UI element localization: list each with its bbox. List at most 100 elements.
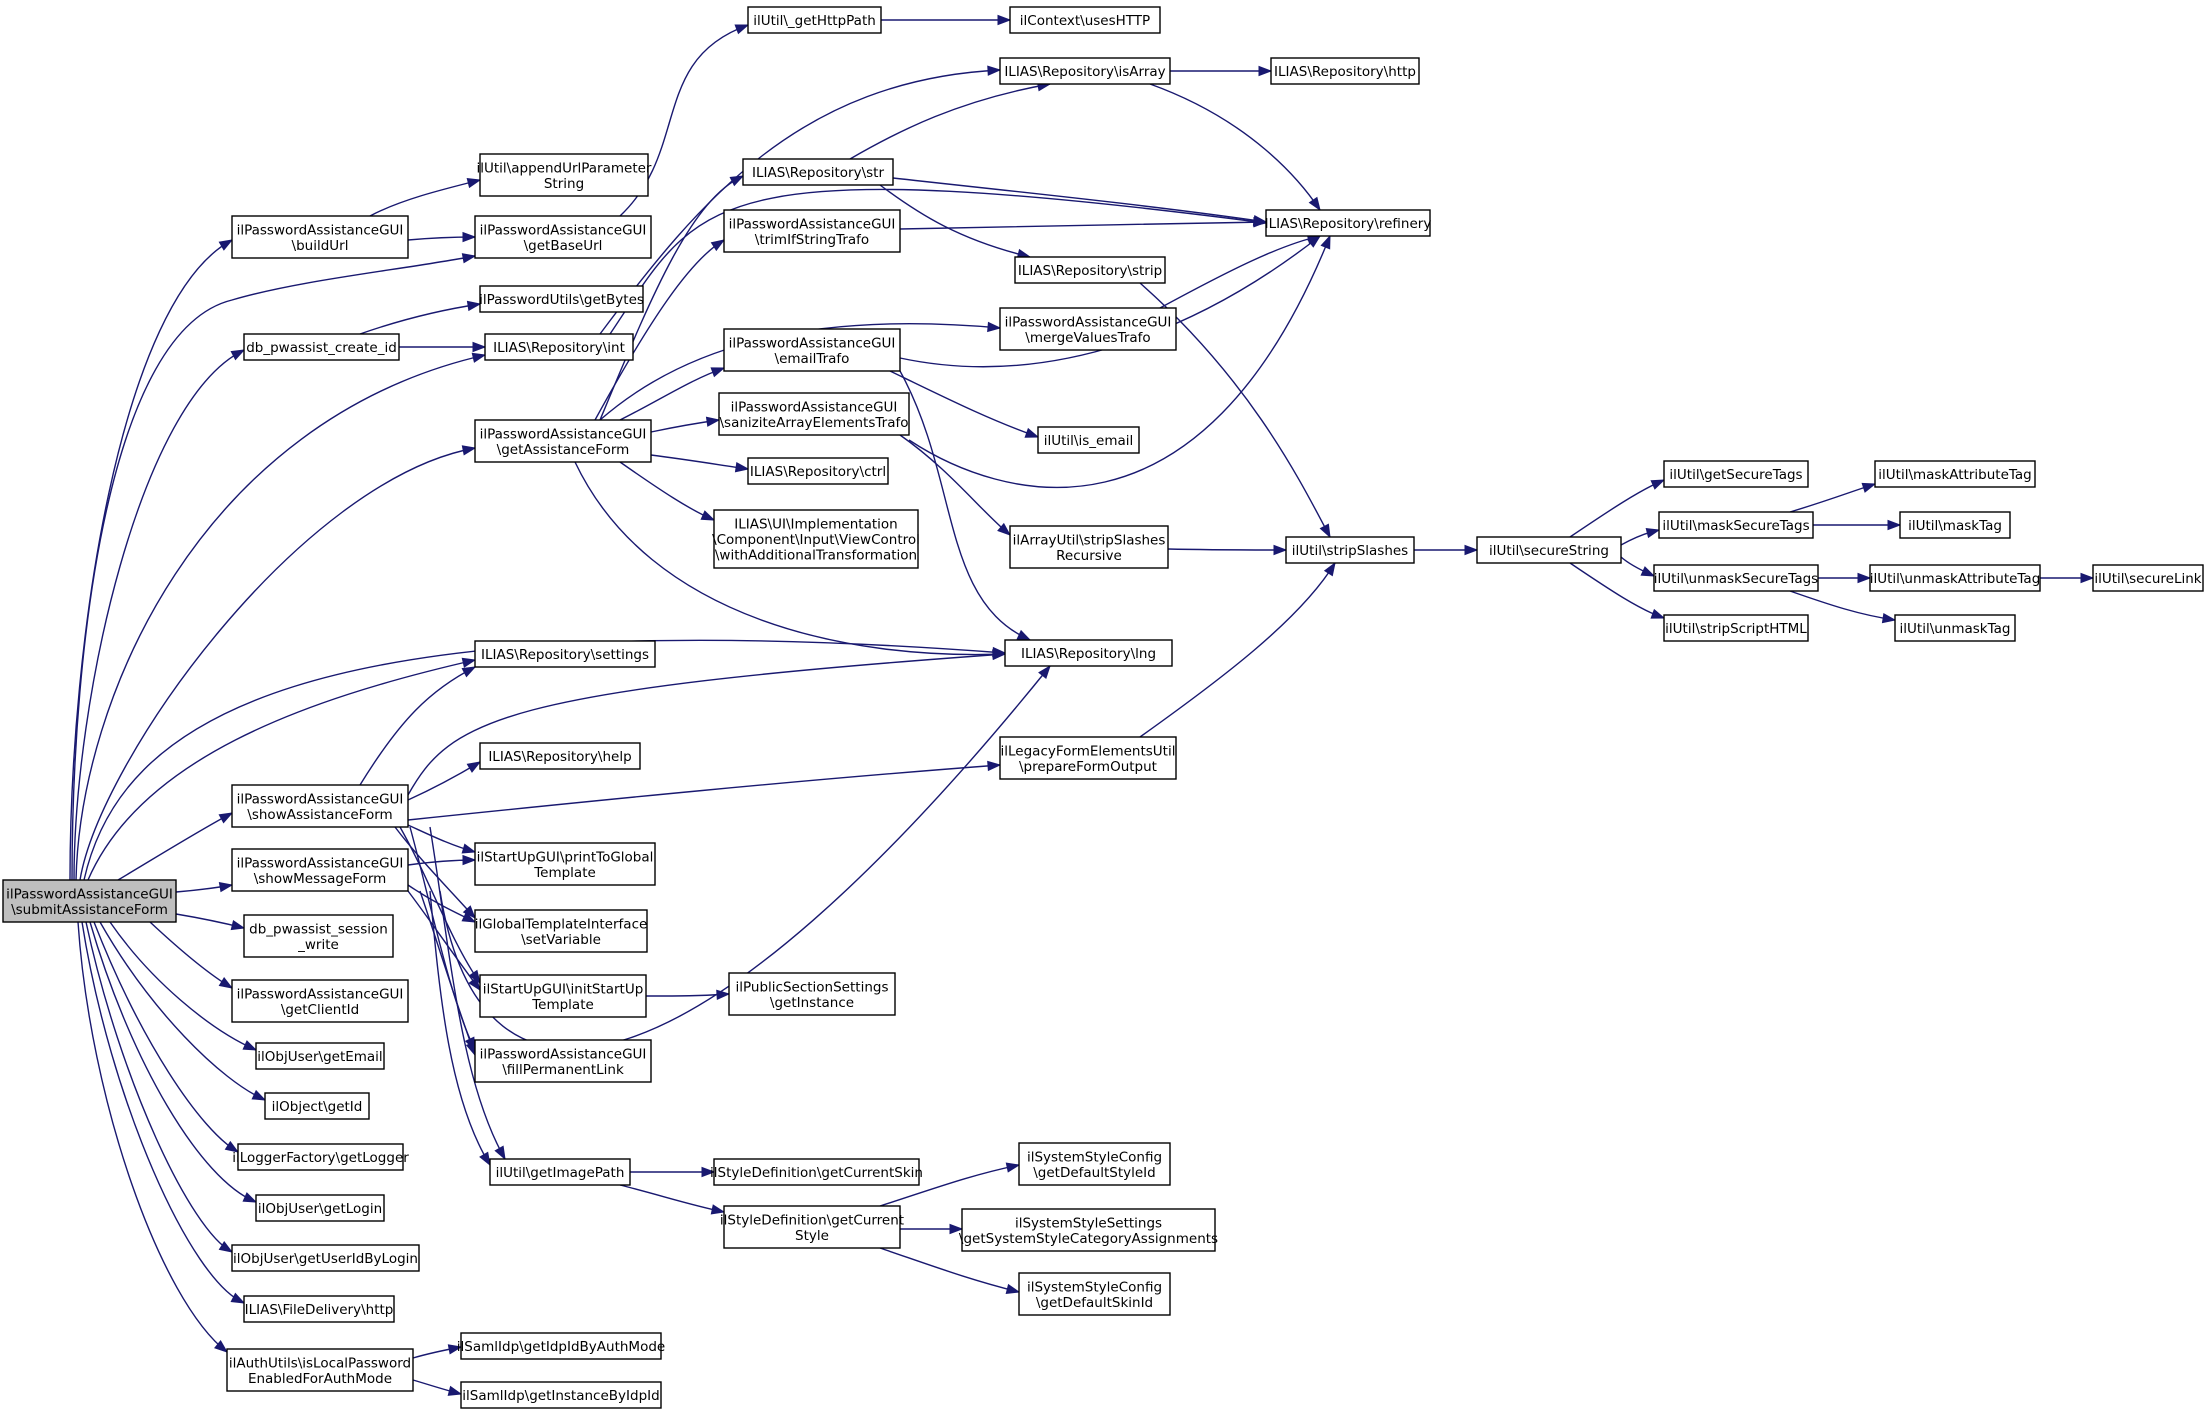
- function-node[interactable]: ilUtil\maskAttributeTag: [1874, 460, 2036, 488]
- function-node[interactable]: ilSamlIdp\getInstanceByIdpId: [460, 1381, 662, 1409]
- edge-arrowhead: [461, 843, 477, 854]
- function-node[interactable]: ilPasswordAssistanceGUI\trimIfStringTraf…: [723, 209, 901, 253]
- function-node[interactable]: ilSystemStyleConfig\getDefaultSkinId: [1018, 1272, 1171, 1316]
- function-node[interactable]: ILIAS\Repository\int: [484, 333, 634, 361]
- function-node[interactable]: db_pwassist_create_id: [243, 333, 400, 361]
- function-node[interactable]: ilPasswordAssistanceGUI\mergeValuesTrafo: [999, 307, 1177, 351]
- function-node[interactable]: ilSystemStyleSettings\getSystemStyleCate…: [959, 1208, 1218, 1252]
- function-node[interactable]: ILIAS\FileDelivery\http: [243, 1295, 395, 1323]
- function-node[interactable]: ILIAS\Repository\lng: [1004, 639, 1173, 667]
- function-node[interactable]: ilPasswordUtils\getBytes: [479, 285, 644, 313]
- node-box: [474, 842, 656, 886]
- function-node[interactable]: ilUtil\getSecureTags: [1663, 460, 1809, 488]
- call-edge: [1789, 482, 1877, 513]
- function-node[interactable]: ILIAS\Repository\strip: [1014, 256, 1166, 284]
- function-node[interactable]: ILIAS\Repository\http: [1270, 57, 1420, 85]
- call-edge: [407, 890, 481, 992]
- function-node[interactable]: db_pwassist_session_write: [243, 914, 394, 958]
- edge-arrowhead: [218, 239, 234, 251]
- function-node[interactable]: ilPasswordAssistanceGUI\getAssistanceFor…: [474, 419, 652, 463]
- node-layer: ilPasswordAssistanceGUI\submitAssistance…: [2, 6, 2204, 1409]
- edge-arrowhead: [2080, 572, 2095, 584]
- function-node[interactable]: ILIAS\Repository\ctrl: [747, 457, 889, 485]
- edge-arrowhead: [987, 760, 1002, 772]
- node-box: [1285, 536, 1415, 564]
- function-node[interactable]: ilUtil\maskTag: [1899, 511, 2011, 539]
- call-edge: [849, 81, 1052, 160]
- edge-line: [609, 188, 1267, 335]
- function-node[interactable]: ilUtil\unmaskAttributeTag: [1869, 564, 2041, 592]
- function-node[interactable]: ilLoggerFactory\getLogger: [232, 1143, 409, 1171]
- node-label: ILIAS\Repository\http: [1274, 64, 1416, 80]
- edge-arrowhead: [997, 522, 1012, 536]
- function-node[interactable]: ILIAS\UI\Implementation\Component\Input\…: [712, 509, 920, 569]
- function-node[interactable]: ilAuthUtils\isLocalPasswordEnabledForAut…: [226, 1348, 414, 1392]
- function-node[interactable]: ilStyleDefinition\getCurrentSkin: [710, 1158, 923, 1186]
- function-node[interactable]: ilSamlIdp\getIdpIdByAuthMode: [457, 1332, 665, 1360]
- node-label: \setVariable: [521, 932, 601, 948]
- node-box: [999, 307, 1177, 351]
- function-node[interactable]: ilLegacyFormElementsUtil\prepareFormOutp…: [999, 736, 1177, 780]
- edge-arrowhead: [734, 462, 750, 473]
- function-node[interactable]: ilPasswordAssistanceGUI\showMessageForm: [231, 848, 409, 892]
- function-node[interactable]: ILIAS\Repository\isArray: [999, 57, 1171, 85]
- function-node[interactable]: ilContext\usesHTTP: [1009, 6, 1161, 34]
- node-box: [489, 1158, 631, 1186]
- node-label: _write: [297, 937, 339, 953]
- edge-line: [394, 826, 476, 919]
- node-box: [999, 57, 1171, 85]
- function-node[interactable]: ilObjUser\getLogin: [255, 1194, 385, 1222]
- node-label: ilUtil\unmaskSecureTags: [1654, 571, 1818, 587]
- node-box: [999, 736, 1177, 780]
- function-node[interactable]: ILIAS\Repository\str: [742, 158, 894, 186]
- function-node[interactable]: ilUtil\secureLink: [2092, 564, 2204, 592]
- function-node[interactable]: ilUtil\maskSecureTags: [1658, 511, 1814, 539]
- function-node[interactable]: ilUtil\unmaskTag: [1894, 614, 2016, 642]
- function-node[interactable]: ilPasswordAssistanceGUI\showAssistanceFo…: [231, 784, 409, 828]
- function-node[interactable]: ilUtil\stripSlashes: [1285, 536, 1415, 564]
- edge-arrowhead: [1857, 572, 1872, 584]
- root-function-node[interactable]: ilPasswordAssistanceGUI\submitAssistance…: [2, 879, 177, 923]
- node-box: [1658, 511, 1814, 539]
- function-node[interactable]: ilUtil\_getHttpPath: [747, 6, 882, 34]
- call-edge: [1813, 519, 1902, 531]
- edge-arrowhead: [1320, 234, 1331, 250]
- function-node[interactable]: ilUtil\unmaskSecureTags: [1653, 564, 1819, 592]
- function-node[interactable]: ilPasswordAssistanceGUI\saniziteArrayEle…: [718, 392, 910, 436]
- edge-arrowhead: [1253, 216, 1268, 228]
- function-node[interactable]: ilPasswordAssistanceGUI\emailTrafo: [723, 328, 901, 372]
- edge-line: [359, 303, 481, 335]
- function-node[interactable]: ilUtil\is_email: [1037, 426, 1140, 454]
- node-label: ilPasswordAssistanceGUI: [237, 855, 404, 871]
- function-node[interactable]: ilPasswordAssistanceGUI\getBaseUrl: [474, 215, 652, 259]
- function-node[interactable]: ilPasswordAssistanceGUI\fillPermanentLin…: [474, 1039, 652, 1083]
- function-node[interactable]: ilSystemStyleConfig\getDefaultStyleId: [1018, 1142, 1171, 1186]
- node-label: ilPasswordAssistanceGUI: [480, 1046, 647, 1062]
- call-edge: [69, 239, 234, 881]
- node-box: [1899, 511, 2011, 539]
- function-node[interactable]: ilGlobalTemplateInterface\setVariable: [474, 909, 648, 953]
- edge-line: [407, 890, 481, 991]
- function-node[interactable]: ilObjUser\getUserIdByLogin: [231, 1244, 420, 1272]
- function-node[interactable]: ilObjUser\getEmail: [255, 1042, 385, 1070]
- function-node[interactable]: ILIAS\Repository\refinery: [1265, 209, 1432, 237]
- node-box: [243, 333, 400, 361]
- call-edge: [879, 184, 1032, 260]
- edge-line: [849, 83, 1051, 160]
- function-node[interactable]: ilObject\getId: [264, 1092, 370, 1120]
- function-node[interactable]: ilUtil\getImagePath: [489, 1158, 631, 1186]
- edge-line: [599, 69, 1001, 335]
- function-node[interactable]: ILIAS\Repository\settings: [474, 640, 656, 668]
- function-node[interactable]: ilPublicSectionSettings\getInstance: [728, 972, 896, 1016]
- function-node[interactable]: ilUtil\stripScriptHTML: [1663, 614, 1809, 642]
- function-node[interactable]: ILIAS\Repository\help: [479, 742, 641, 770]
- function-node[interactable]: ilPasswordAssistanceGUI\buildUrl: [231, 215, 409, 259]
- function-node[interactable]: ilUtil\secureString: [1476, 536, 1622, 564]
- edge-line: [1139, 282, 1331, 538]
- function-node[interactable]: ilPasswordAssistanceGUI\getClientId: [231, 979, 409, 1023]
